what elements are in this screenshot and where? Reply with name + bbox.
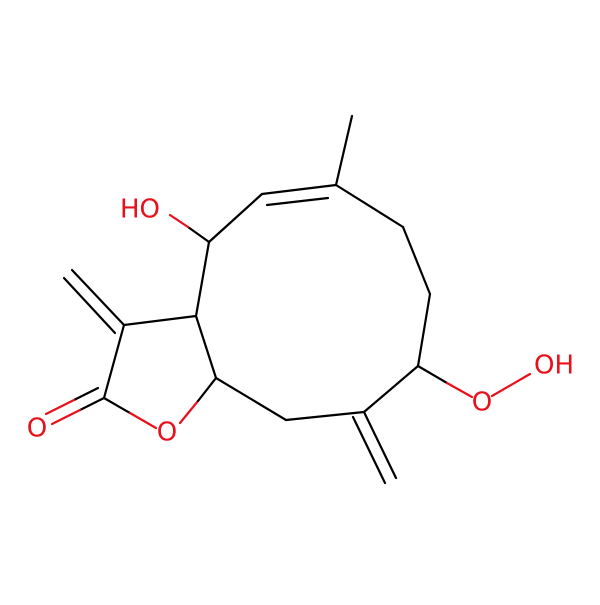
oxygen-bonds — [44, 213, 532, 430]
bond-c3-oh-red — [168, 213, 190, 229]
bond-c2-c3 — [194, 240, 211, 318]
carbon-bonds — [62, 114, 432, 485]
bond-exo-bottom-a — [362, 410, 398, 480]
carbonyl-o-label: O — [27, 414, 47, 444]
bond-c8-c9 — [362, 364, 420, 414]
hydroperoxy-o-label: O — [472, 388, 492, 418]
bond-c6-c7 — [401, 225, 432, 296]
bond-c2-ca — [122, 314, 198, 327]
bond-c8-o-red — [445, 381, 474, 399]
bond-c3-oh-black — [186, 225, 211, 244]
bond-co-b-black — [72, 386, 100, 402]
bond-c8-o-black — [416, 364, 449, 385]
bond-ring-o-c1-black — [196, 376, 218, 403]
bond-cc-ring-o-red — [128, 411, 158, 430]
bond-cc-ring-o-black — [102, 396, 132, 415]
bond-c3-c4 — [207, 192, 264, 244]
bond-co-a-red — [50, 408, 82, 426]
ring-o-label: O — [157, 418, 177, 448]
bond-ring-o-c1-red — [178, 399, 200, 425]
bond-exo-bottom-b — [351, 415, 387, 485]
bond-methyl — [334, 114, 354, 187]
bond-ca-cc — [102, 323, 126, 400]
hydroxyl-label: HO — [120, 195, 160, 225]
bond-o-o — [490, 372, 532, 398]
bond-c10-c1 — [214, 376, 288, 422]
bond-c7-c8 — [416, 292, 432, 368]
bond-c1-c2 — [194, 314, 218, 380]
bond-exo-left-b — [62, 276, 117, 335]
bond-ring-double-b — [265, 196, 330, 207]
bond-exo-left-a — [70, 268, 126, 327]
bond-co-b-red — [44, 398, 76, 416]
atom-labels: HO O OH O O — [27, 195, 574, 448]
bond-c9-c10 — [284, 410, 366, 422]
hydroperoxy-oh-label: OH — [534, 351, 574, 381]
bond-ring-double-a — [260, 183, 338, 196]
bond-co-a-black — [78, 396, 106, 412]
bond-c5-c6 — [334, 183, 405, 229]
